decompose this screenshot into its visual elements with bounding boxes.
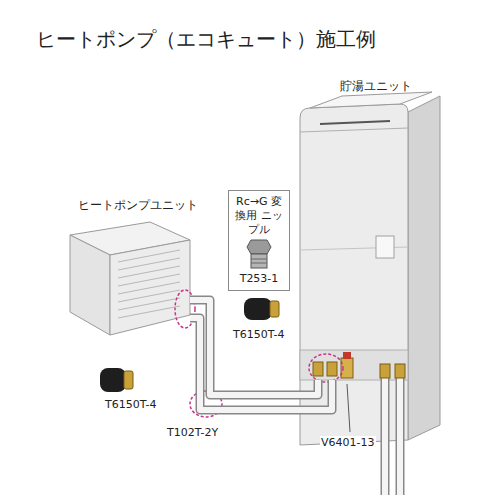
pipe-body xyxy=(190,318,332,410)
part-number: T6150T-4 xyxy=(232,328,285,341)
unit-label: 貯湯ユニット xyxy=(340,79,412,93)
pipe-connector xyxy=(190,318,332,410)
part-number: V6401-13 xyxy=(320,436,376,449)
unit-front xyxy=(110,240,190,335)
heat-pump-unit: ヒートポンプユニット xyxy=(70,222,190,335)
thread-line xyxy=(251,259,267,260)
heat-pump-figure xyxy=(70,222,195,335)
unit-label: ヒートポンプユニット xyxy=(78,198,198,212)
panel-slot xyxy=(320,121,390,124)
thread xyxy=(251,254,267,268)
fitting-body xyxy=(100,368,126,392)
connection-area xyxy=(300,350,408,380)
valve-handle xyxy=(343,352,351,359)
pipe-outline xyxy=(190,300,318,395)
unit-side xyxy=(408,96,440,440)
node-text: T253-1 xyxy=(232,272,286,286)
panel-line xyxy=(300,128,408,132)
pipe xyxy=(381,378,390,495)
highlight-circle xyxy=(309,354,343,382)
fitting-body xyxy=(244,298,272,320)
storage-unit-figure xyxy=(300,92,440,495)
unit-side xyxy=(70,235,110,335)
fitting xyxy=(313,362,323,376)
pipe xyxy=(397,378,403,495)
pipe-outline xyxy=(190,318,332,410)
thread-line xyxy=(251,263,267,264)
nipple-box: Rc→G 変換用 ニップル T253-1 xyxy=(228,190,290,291)
storage-unit: 貯湯ユニット xyxy=(300,105,440,380)
fitting-figure xyxy=(100,368,133,392)
nipple-icon xyxy=(239,238,279,270)
fitting-figure xyxy=(244,298,279,320)
pipe xyxy=(396,378,405,495)
hex-nut xyxy=(247,240,271,254)
pipe xyxy=(382,378,388,495)
fitting xyxy=(395,364,405,378)
pipe-connector xyxy=(190,300,318,395)
unit-top xyxy=(310,92,432,108)
fan-grille xyxy=(118,250,180,318)
pipe-body xyxy=(190,300,318,395)
fitting-ring xyxy=(270,301,279,317)
node-text: Rc→G 変換用 ニップル xyxy=(232,195,286,236)
fitting-ring xyxy=(124,371,133,389)
unit-window xyxy=(376,236,394,258)
leader-line xyxy=(347,384,350,432)
part-number: T102T-2Y xyxy=(166,426,219,439)
fitting xyxy=(327,362,337,376)
part-number: T6150T-4 xyxy=(104,398,157,411)
diagram-title: ヒートポンプ（エコキュート）施工例 xyxy=(36,26,376,53)
fitting xyxy=(380,364,390,378)
